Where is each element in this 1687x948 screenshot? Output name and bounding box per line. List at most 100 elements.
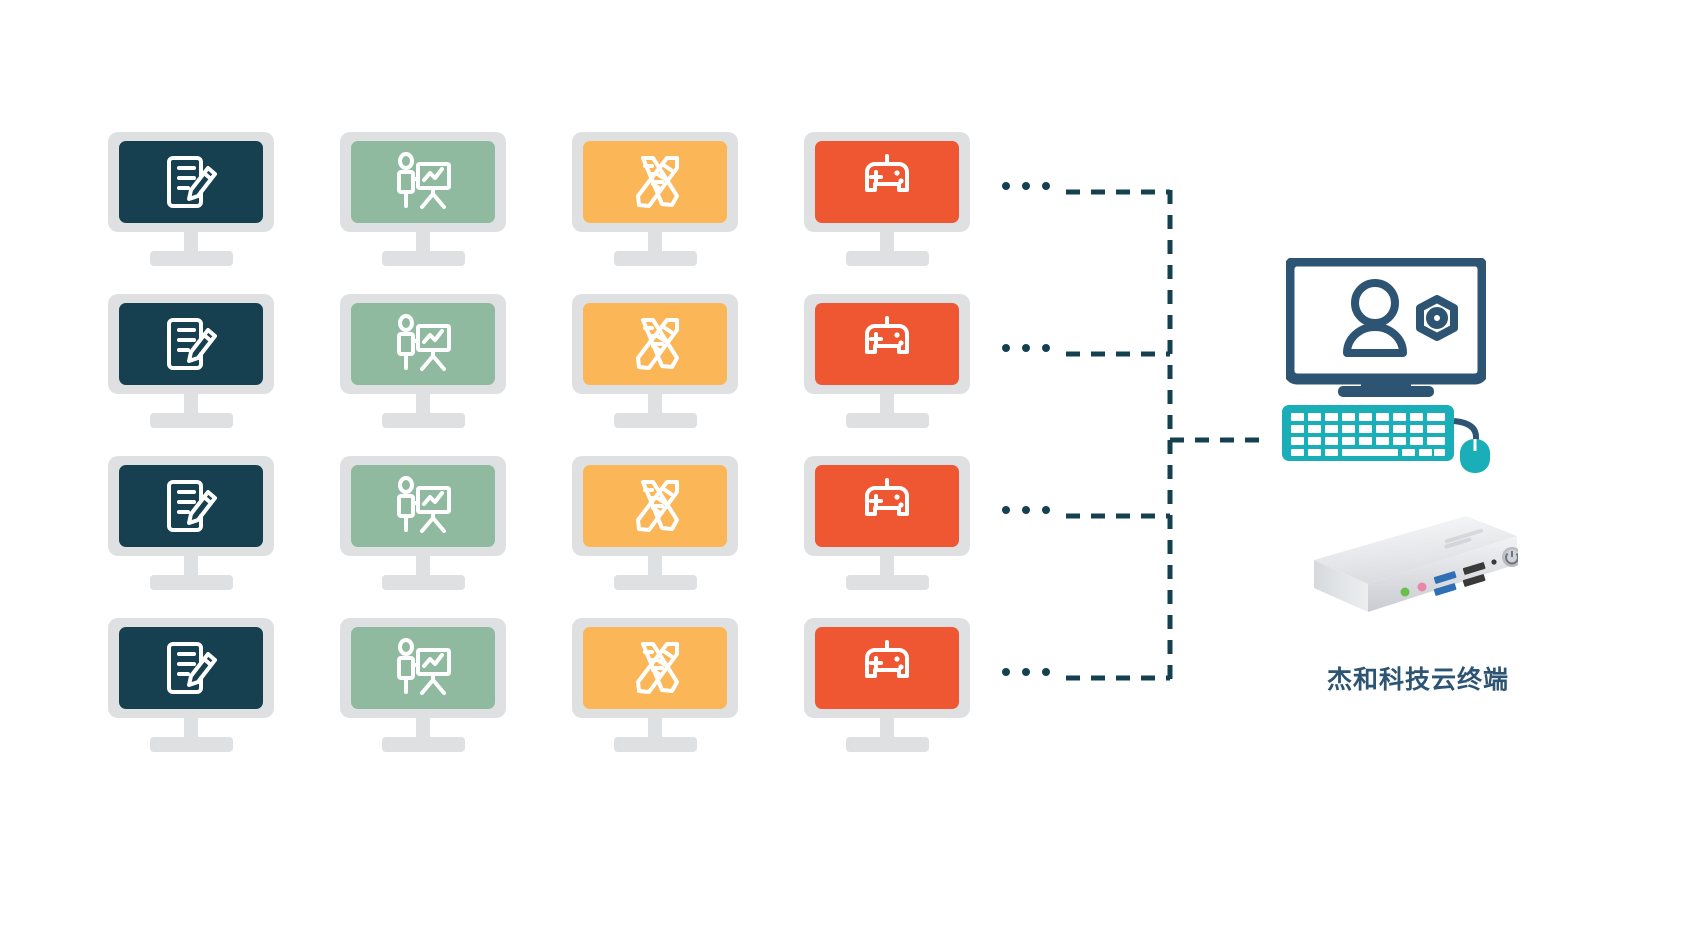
client-monitor-gaming-r2[interactable]: [804, 294, 970, 429]
monitor-bezel: [340, 132, 506, 232]
client-monitor-presentation-r1[interactable]: [340, 132, 506, 267]
monitor-screen-gaming: [815, 303, 959, 385]
monitor-bezel: [572, 294, 738, 394]
terminal-monitor-base: [1338, 386, 1434, 397]
client-monitor-design-r3[interactable]: [572, 456, 738, 591]
document-pencil-icon: [167, 480, 217, 532]
client-monitor-document-edit-r1[interactable]: [108, 132, 274, 267]
monitor-neck: [416, 556, 430, 578]
monitor-base: [846, 575, 929, 590]
monitor-screen-presentation: [351, 465, 495, 547]
monitor-screen-design: [583, 141, 727, 223]
client-monitor-presentation-r3[interactable]: [340, 456, 506, 591]
mini-pc-embossed-logo: [1444, 528, 1484, 549]
monitor-bezel: [108, 618, 274, 718]
client-monitor-document-edit-r2[interactable]: [108, 294, 274, 429]
monitor-base: [150, 575, 233, 590]
presenter-chart-board-icon: [397, 638, 451, 695]
client-monitor-document-edit-r3[interactable]: [108, 456, 274, 591]
terminal-monitor: [1286, 258, 1486, 397]
row-ellipsis-2: [1002, 344, 1050, 352]
audio-out-port: [1400, 587, 1410, 597]
monitor-bezel: [340, 456, 506, 556]
monitor-bezel: [804, 294, 970, 394]
monitor-base: [382, 413, 465, 428]
client-monitor-gaming-r1[interactable]: [804, 132, 970, 267]
monitor-base: [614, 251, 697, 266]
usb3-port-1: [1433, 571, 1457, 584]
monitor-neck: [184, 556, 198, 578]
monitor-neck: [416, 718, 430, 740]
client-monitor-gaming-r4[interactable]: [804, 618, 970, 753]
monitor-neck: [648, 556, 662, 578]
client-monitor-design-r1[interactable]: [572, 132, 738, 267]
client-monitor-gaming-r3[interactable]: [804, 456, 970, 591]
monitor-bezel: [572, 456, 738, 556]
client-monitor-design-r4[interactable]: [572, 618, 738, 753]
client-monitor-design-r2[interactable]: [572, 294, 738, 429]
user-gear-icon: [1343, 279, 1458, 357]
monitor-screen-design: [583, 627, 727, 709]
monitor-base: [846, 251, 929, 266]
row-ellipsis-3: [1002, 506, 1050, 514]
client-monitor-document-edit-r4[interactable]: [108, 618, 274, 753]
pencil-ruler-icon: [636, 156, 679, 208]
monitor-bezel: [340, 618, 506, 718]
monitor-screen-design: [583, 465, 727, 547]
monitor-base: [382, 737, 465, 752]
usb2-port-2: [1462, 574, 1486, 587]
monitor-screen-presentation: [351, 141, 495, 223]
client-monitor-grid: [108, 132, 988, 762]
document-pencil-icon: [167, 642, 217, 694]
monitor-base: [846, 413, 929, 428]
monitor-base: [846, 737, 929, 752]
monitor-base: [614, 575, 697, 590]
pencil-ruler-icon: [636, 480, 679, 532]
monitor-neck: [880, 232, 894, 254]
monitor-neck: [184, 394, 198, 416]
presenter-chart-board-icon: [397, 314, 451, 371]
monitor-neck: [648, 718, 662, 740]
monitor-bezel: [804, 456, 970, 556]
reset-pinhole: [1491, 559, 1497, 565]
monitor-bezel: [108, 294, 274, 394]
monitor-base: [614, 737, 697, 752]
gamepad-icon: [865, 640, 909, 678]
mouse-body: [1460, 439, 1490, 473]
monitor-bezel: [804, 618, 970, 718]
cloud-terminal-cluster: 杰和科技云终端: [1268, 250, 1568, 710]
monitor-screen-document-edit: [119, 303, 263, 385]
monitor-screen-design: [583, 303, 727, 385]
monitor-neck: [880, 718, 894, 740]
terminal-keyboard-and-mouse: [1282, 405, 1490, 473]
monitor-screen-gaming: [815, 465, 959, 547]
monitor-screen-gaming: [815, 627, 959, 709]
monitor-screen-document-edit: [119, 465, 263, 547]
monitor-neck: [880, 556, 894, 578]
document-pencil-icon: [167, 318, 217, 370]
monitor-base: [150, 737, 233, 752]
pencil-ruler-icon: [636, 318, 679, 370]
mini-pc-left-face: [1314, 560, 1368, 612]
monitor-neck: [648, 232, 662, 254]
monitor-neck: [184, 232, 198, 254]
mic-in-port: [1417, 582, 1427, 592]
monitor-bezel: [108, 132, 274, 232]
monitor-base: [150, 251, 233, 266]
monitor-bezel: [572, 618, 738, 718]
monitor-neck: [416, 232, 430, 254]
monitor-bezel: [572, 132, 738, 232]
presenter-chart-board-icon: [397, 476, 451, 533]
monitor-screen-gaming: [815, 141, 959, 223]
monitor-screen-presentation: [351, 627, 495, 709]
monitor-base: [150, 413, 233, 428]
row-ellipsis-1: [1002, 182, 1050, 190]
client-monitor-presentation-r2[interactable]: [340, 294, 506, 429]
monitor-base: [382, 251, 465, 266]
client-monitor-presentation-r4[interactable]: [340, 618, 506, 753]
document-pencil-icon: [167, 156, 217, 208]
terminal-monitor-neck: [1361, 379, 1411, 388]
presenter-chart-board-icon: [397, 152, 451, 209]
gamepad-icon: [865, 154, 909, 192]
